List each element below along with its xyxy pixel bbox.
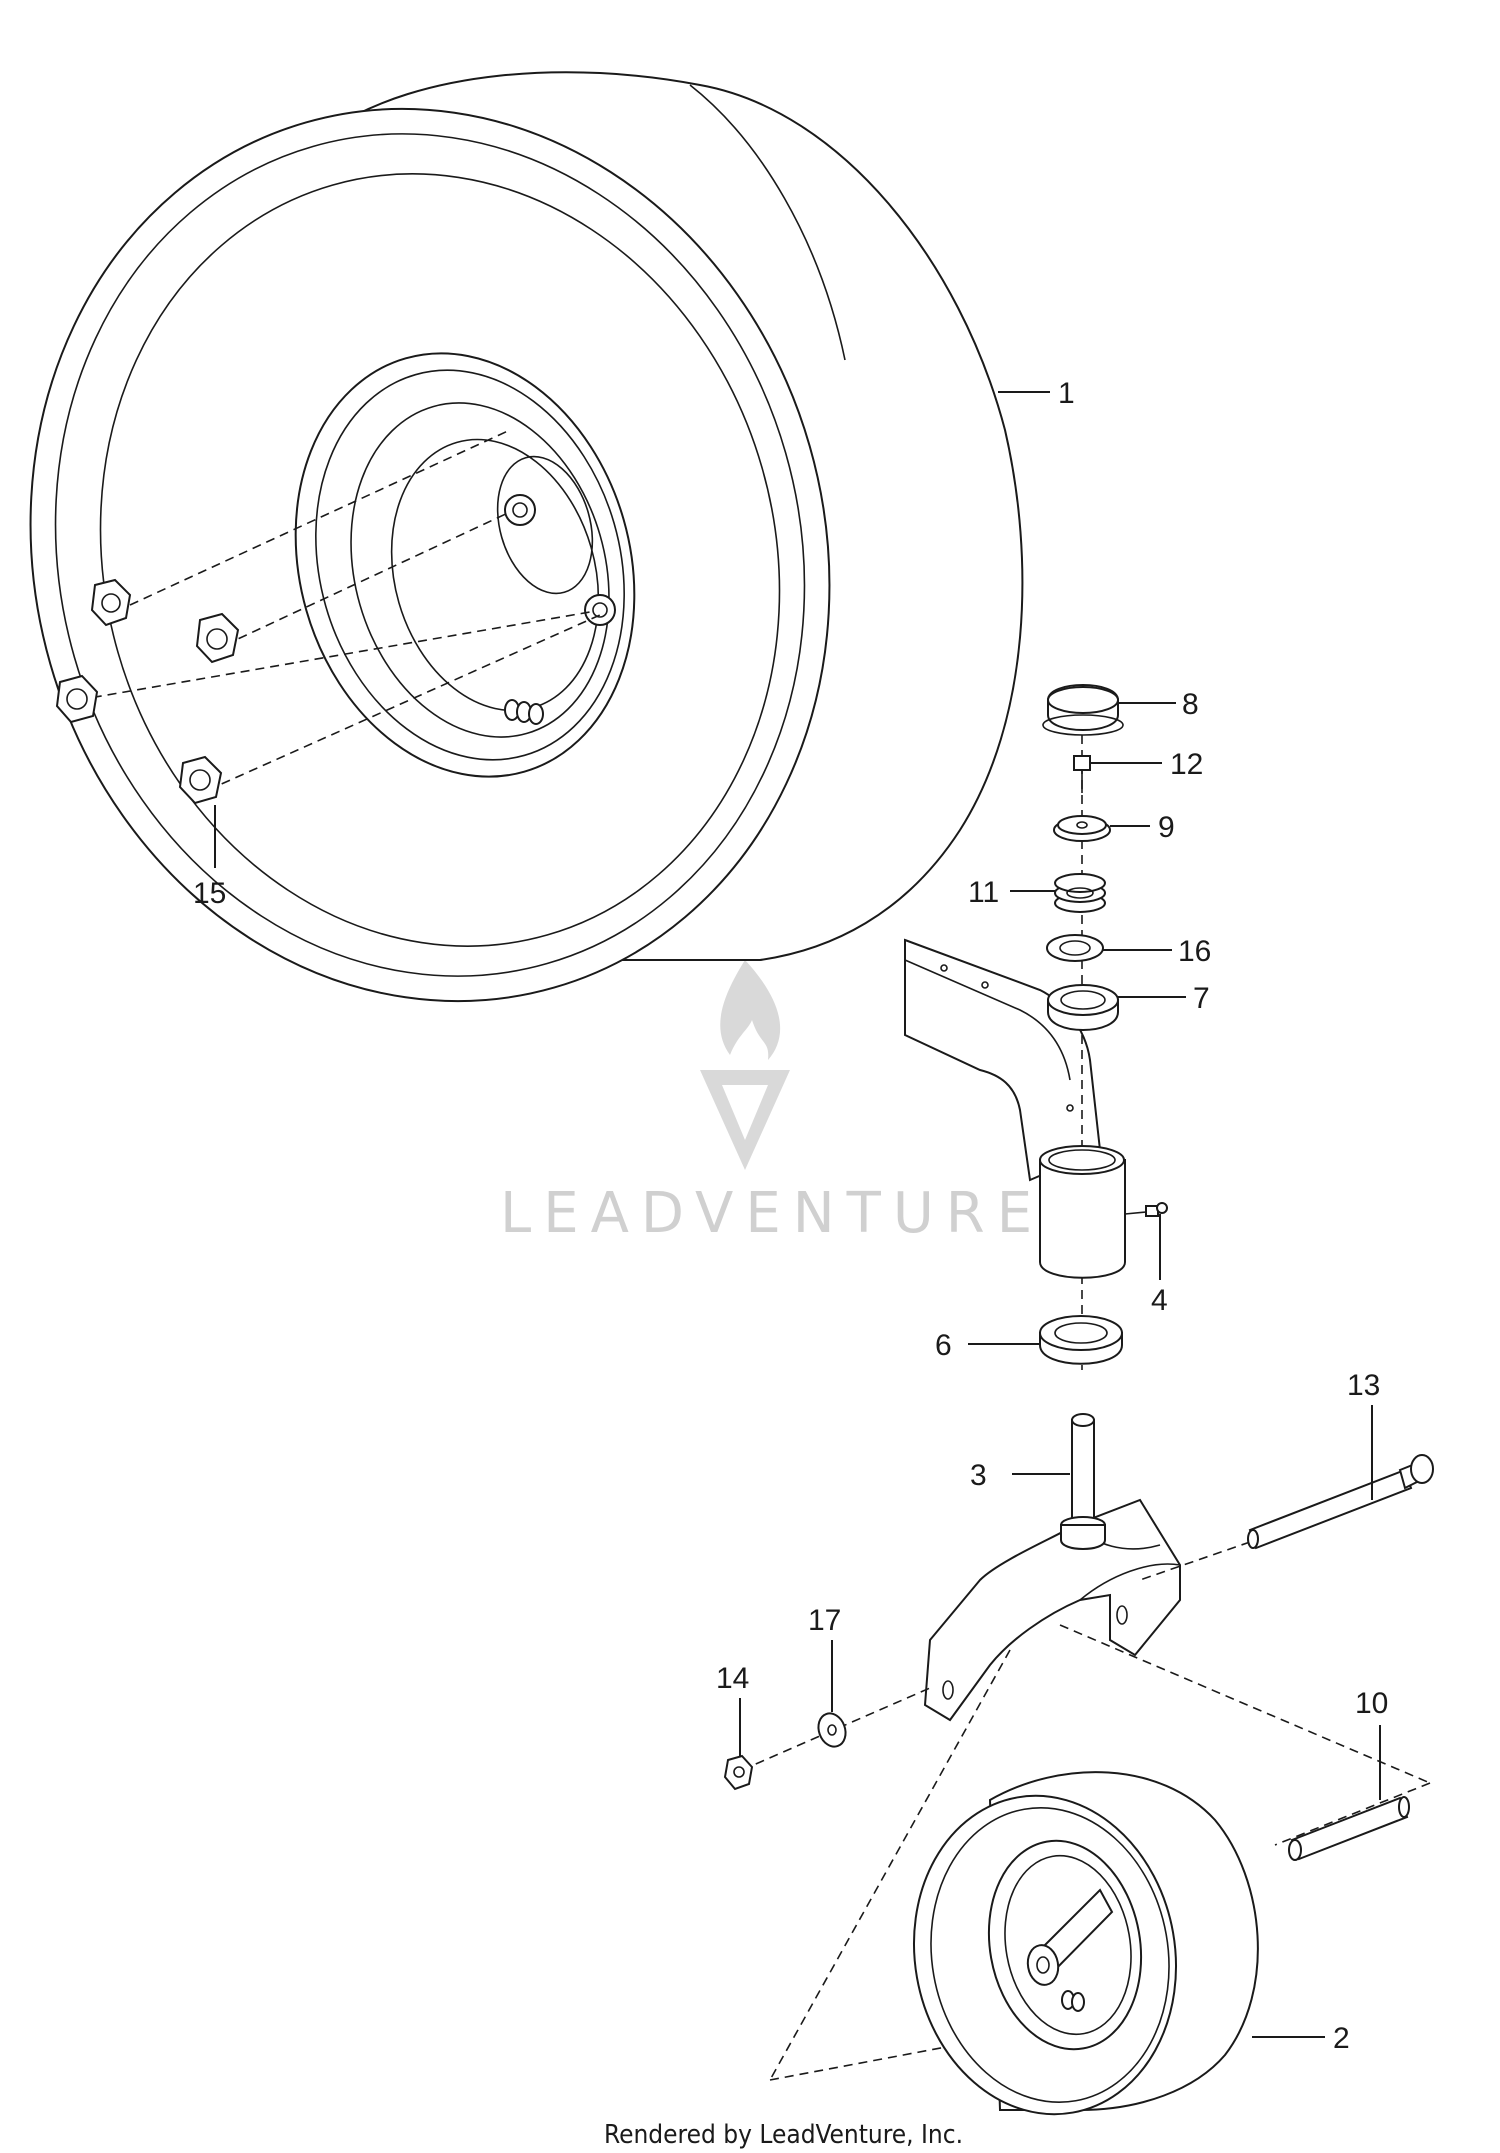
grease-fitting <box>1124 1202 1168 1217</box>
callout-17[interactable]: 17 <box>808 1604 841 1637</box>
callout-12[interactable]: 12 <box>1170 748 1203 781</box>
callout-15[interactable]: 15 <box>193 877 226 910</box>
wheel-spacer <box>1288 1796 1410 1861</box>
valve-stem-icon <box>504 699 544 725</box>
callout-7[interactable]: 7 <box>1193 982 1210 1015</box>
callout-10[interactable]: 10 <box>1355 1687 1388 1720</box>
frame-arm <box>904 938 1102 1182</box>
v-logo-icon <box>700 1070 790 1170</box>
retaining-washer <box>1053 815 1111 842</box>
callouts: 1 2 3 4 6 7 8 9 10 11 12 13 14 15 16 17 <box>193 377 1388 2055</box>
watermark-text: LEADVENTURE <box>500 1181 1044 1246</box>
flame-logo-icon <box>720 960 781 1060</box>
callout-4[interactable]: 4 <box>1151 1284 1168 1317</box>
wheel-stud-hole <box>584 594 616 626</box>
upper-bearing <box>1047 984 1119 1031</box>
axle-bolt <box>1139 1454 1434 1581</box>
large-wheel-assembly <box>29 71 1024 1003</box>
lug-nut <box>178 755 223 805</box>
callout-14[interactable]: 14 <box>716 1662 749 1695</box>
caster-frame-arm <box>904 938 1102 1182</box>
callout-2[interactable]: 2 <box>1333 2022 1350 2055</box>
callout-6[interactable]: 6 <box>935 1329 952 1362</box>
callout-11[interactable]: 11 <box>968 876 999 909</box>
large-wheel-rim <box>294 352 636 778</box>
pivot-tube <box>1039 1145 1126 1279</box>
callout-8[interactable]: 8 <box>1182 688 1199 721</box>
callout-9[interactable]: 9 <box>1158 811 1175 844</box>
cap-bolt <box>1073 755 1091 793</box>
leadventure-watermark: LEADVENTURE <box>500 960 1044 1246</box>
callout-3[interactable]: 3 <box>970 1459 987 1492</box>
footer-credit: Rendered by LeadVenture, Inc. <box>604 2120 963 2150</box>
caster-pivot-hardware <box>1042 684 1124 1370</box>
wheel-stud-hole <box>504 494 536 526</box>
callout-1[interactable]: 1 <box>1058 377 1075 410</box>
caster-wheel-assembly <box>769 1624 1431 2116</box>
spring-washers <box>1054 873 1106 913</box>
caster-fork <box>923 1413 1181 1722</box>
lug-nut <box>90 578 132 627</box>
dust-cap <box>1042 684 1124 736</box>
fork-spindle <box>1060 1413 1106 1550</box>
lug-nut <box>195 612 240 664</box>
lug-nut <box>55 674 99 724</box>
flat-washer <box>1046 934 1104 962</box>
axle-nut <box>723 1754 754 1791</box>
axle-washer <box>817 1712 847 1748</box>
callout-16[interactable]: 16 <box>1178 935 1211 968</box>
axle-washer-and-nut <box>723 1687 931 1791</box>
callout-13[interactable]: 13 <box>1347 1369 1380 1402</box>
caster-valve-icon <box>1061 1990 1085 2012</box>
lug-nuts <box>55 429 601 805</box>
lower-bearing <box>1039 1315 1123 1365</box>
fork-yoke <box>923 1498 1181 1722</box>
